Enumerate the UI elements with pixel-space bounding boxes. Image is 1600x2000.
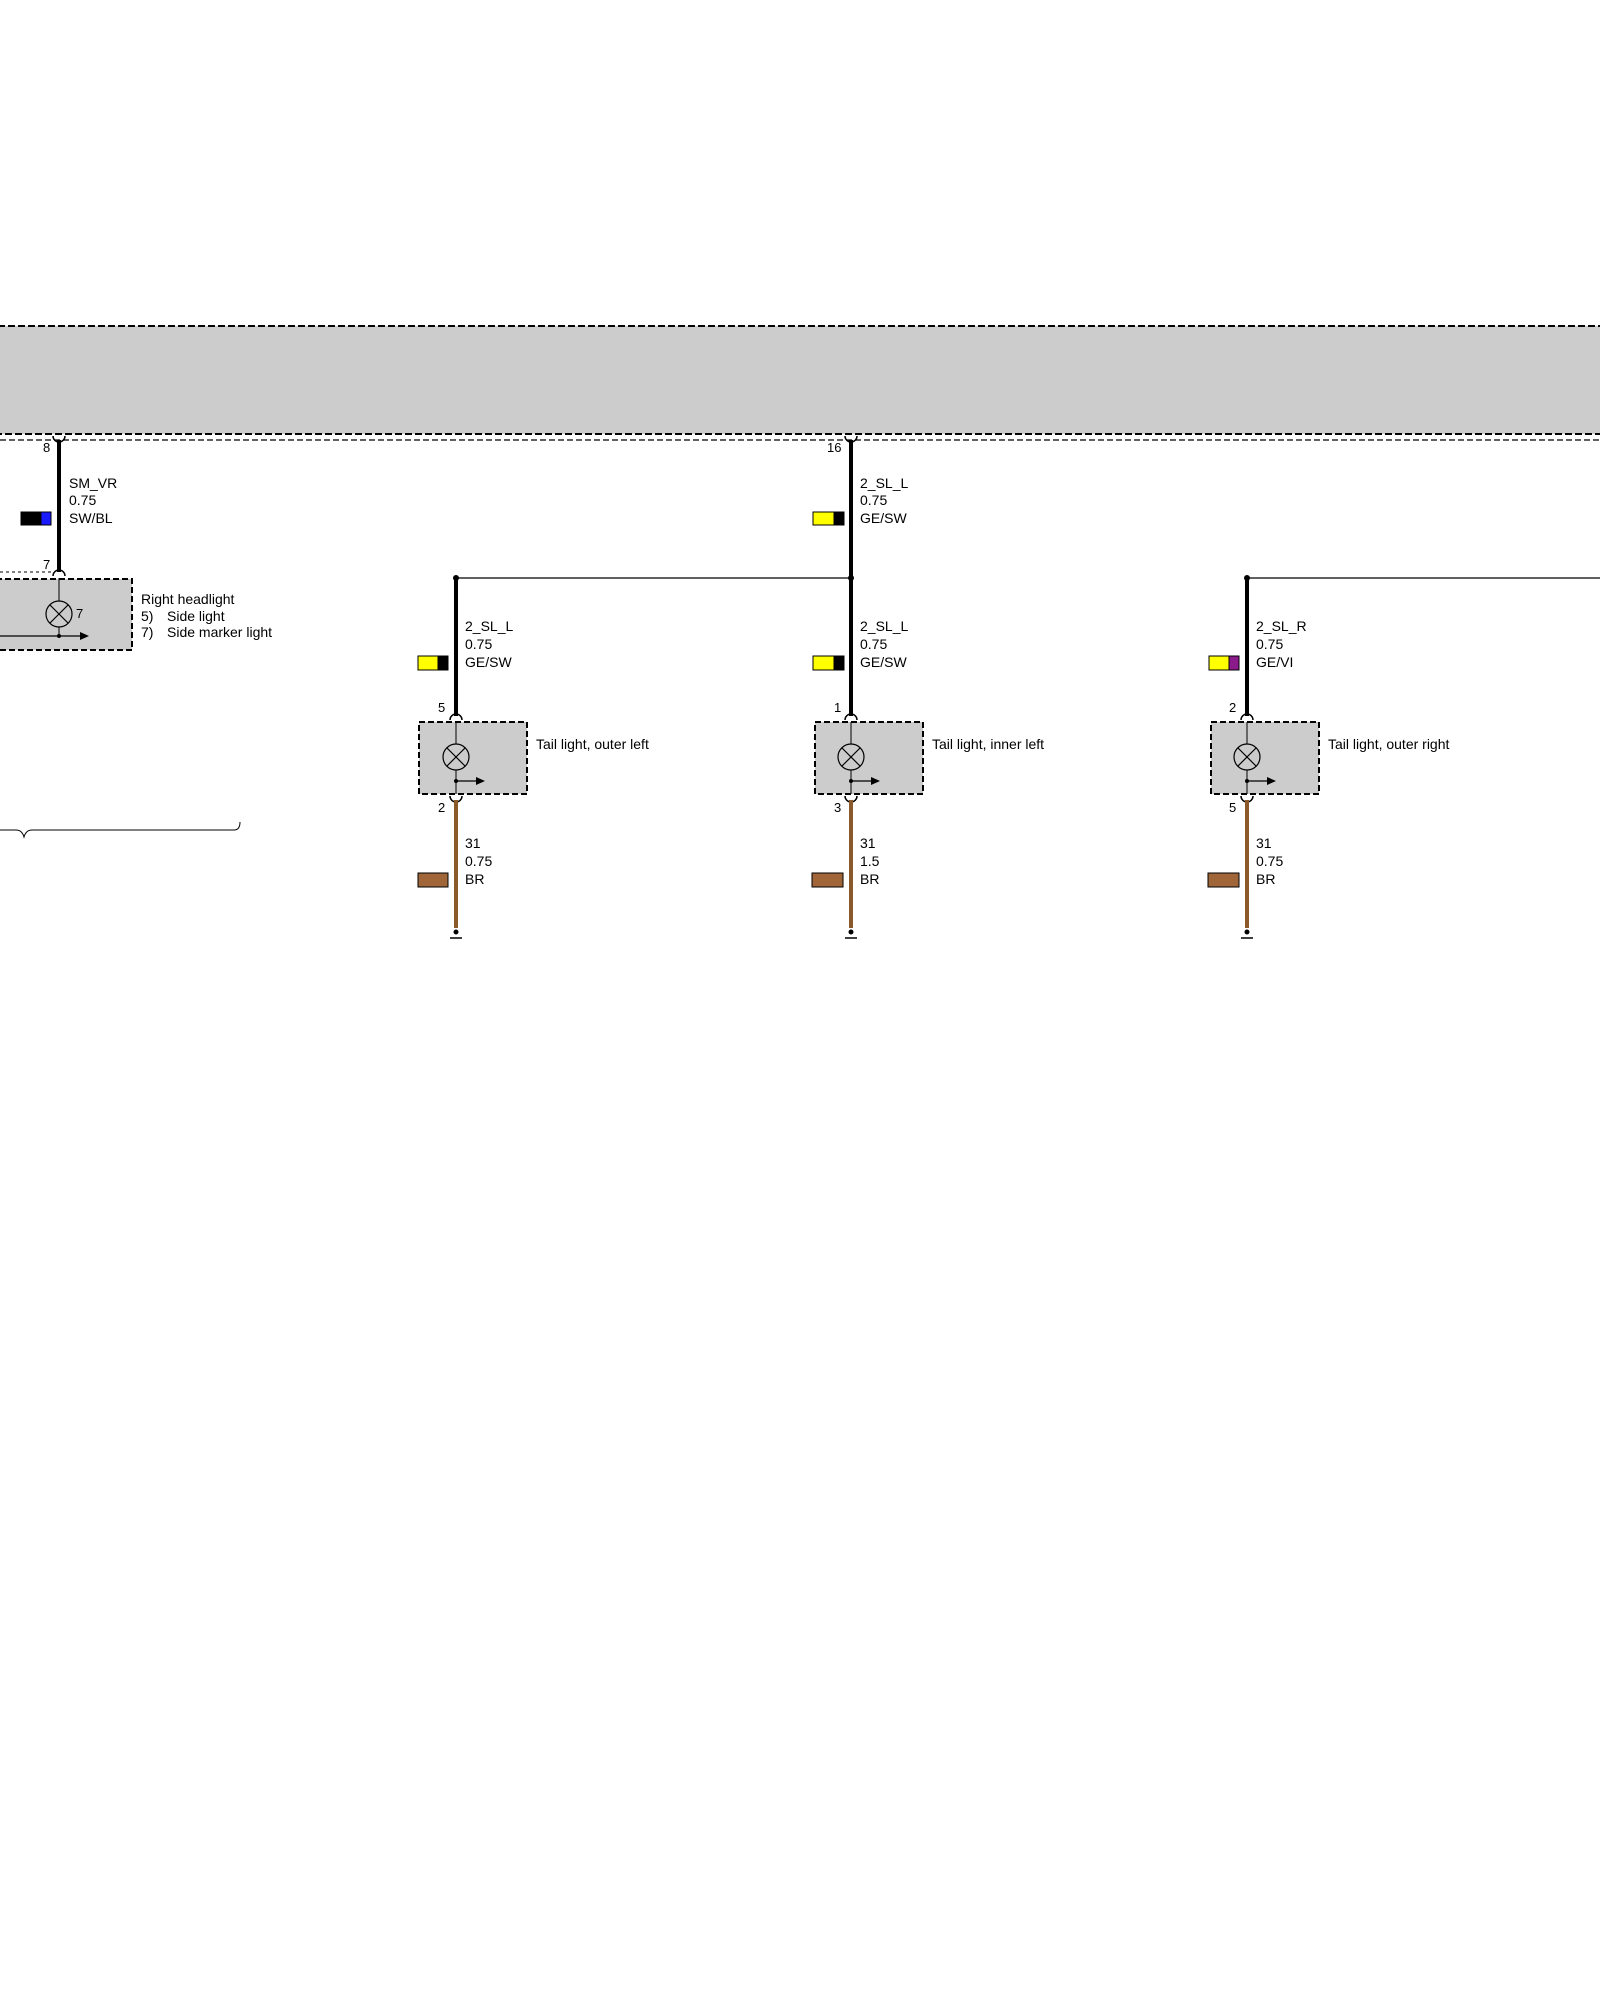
pin-label: 7 — [76, 606, 83, 621]
arrow-icon — [1245, 777, 1276, 785]
component-title: Tail light, outer left — [536, 736, 649, 752]
ground-icon — [845, 929, 857, 939]
wire-name: 2_SL_L — [860, 475, 908, 491]
wire-feed-2-sl-l: 16 2_SL_L 0.75 GE/SW — [812, 435, 908, 578]
wire-color-swatch — [812, 511, 845, 526]
wire-color-swatch — [1208, 655, 1240, 671]
wire-name: 2_SL_R — [1256, 618, 1307, 634]
wire-color-code: BR — [860, 871, 879, 887]
wire-name: 31 — [1256, 835, 1272, 851]
tail-light-outer-right-component: Tail light, outer right — [1210, 721, 1450, 795]
wire-gauge: 1.5 — [860, 853, 880, 869]
wire-gauge: 0.75 — [69, 492, 96, 508]
wire-color-code: BR — [465, 871, 484, 887]
wire-color-swatch — [20, 511, 52, 526]
pin-label: 1 — [834, 700, 841, 715]
pin-label: 2 — [438, 800, 445, 815]
ground-icon — [450, 929, 462, 939]
wire-tl-inner-left: 1 2_SL_L 0.75 GE/SW — [812, 578, 908, 721]
wire-color-code: SW/BL — [69, 510, 113, 526]
wire-color-code: GE/SW — [860, 654, 907, 670]
control-module-block — [0, 325, 1600, 441]
wire-gnd-outer-right: 5 31 0.75 BR — [1207, 795, 1283, 939]
pin-label: 3 — [834, 800, 841, 815]
wire-color-code: BR — [1256, 871, 1275, 887]
wire-gnd-inner-left: 3 31 1.5 BR — [811, 795, 880, 939]
tail-light-outer-left-component: Tail light, outer left — [418, 721, 649, 795]
pin-label: 5 — [1229, 800, 1236, 815]
wire-gauge: 0.75 — [1256, 853, 1283, 869]
wire-gauge: 0.75 — [465, 636, 492, 652]
ground-icon — [1241, 929, 1253, 939]
item-text: Side light — [167, 608, 225, 624]
wire-name: 2_SL_L — [465, 618, 513, 634]
pin-label: 7 — [43, 557, 50, 572]
wire-color-swatch — [1207, 872, 1240, 888]
wire-tl-outer-left: 5 2_SL_L 0.75 GE/SW — [417, 578, 513, 721]
junction-bus — [453, 575, 1600, 581]
wire-tl-outer-right: 2 2_SL_R 0.75 GE/VI — [1208, 578, 1307, 721]
wire-name: 2_SL_L — [860, 618, 908, 634]
wire-gnd-outer-left: 2 31 0.75 BR — [417, 795, 492, 939]
wire-color-swatch — [417, 655, 449, 671]
pin-label: 16 — [827, 440, 841, 455]
component-title: Right headlight — [141, 591, 235, 607]
pin-label: 2 — [1229, 700, 1236, 715]
tail-light-inner-left-component: Tail light, inner left — [814, 721, 1044, 795]
right-headlight-component: 7 Right headlight 5) Side light 7) Side … — [0, 571, 272, 651]
item-text: Side marker light — [167, 624, 272, 640]
wire-sm-vr: 8 7 SM_VR 0.75 SW/BL — [20, 435, 117, 577]
arrow-icon — [0, 632, 89, 640]
wire-color-code: GE/SW — [860, 510, 907, 526]
wire-name: 31 — [465, 835, 481, 851]
item-number: 7) — [141, 624, 153, 640]
wire-color-swatch — [417, 872, 449, 888]
wire-color-swatch — [811, 872, 844, 888]
wire-gauge: 0.75 — [465, 853, 492, 869]
arrow-icon — [849, 777, 880, 785]
pin-label: 5 — [438, 700, 445, 715]
wire-gauge: 0.75 — [860, 636, 887, 652]
wire-color-code: GE/VI — [1256, 654, 1293, 670]
wire-gauge: 0.75 — [860, 492, 887, 508]
arrow-icon — [454, 777, 485, 785]
component-title: Tail light, inner left — [932, 736, 1044, 752]
wire-gauge: 0.75 — [1256, 636, 1283, 652]
item-number: 5) — [141, 608, 153, 624]
wire-name: 31 — [860, 835, 876, 851]
brace-icon — [0, 821, 241, 839]
wire-name: SM_VR — [69, 475, 117, 491]
component-title: Tail light, outer right — [1328, 736, 1450, 752]
wire-color-swatch — [812, 655, 845, 671]
wire-color-code: GE/SW — [465, 654, 512, 670]
pin-label: 8 — [43, 440, 50, 455]
